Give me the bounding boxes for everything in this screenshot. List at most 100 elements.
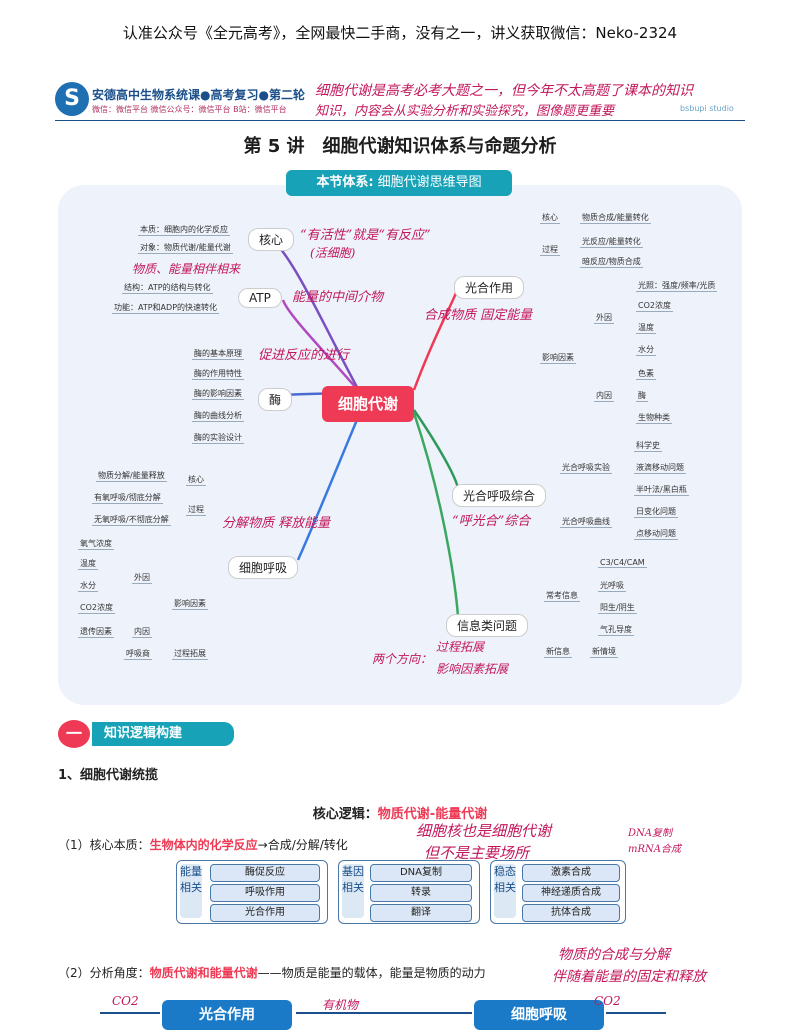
mm-combo-item-5: 点移动问题 xyxy=(634,529,678,540)
bottom-arrow-right xyxy=(606,1012,666,1014)
mm-core-item-2: 对象：物质代谢/能量代谢 xyxy=(138,243,233,254)
lecture-title: 第 5 讲 细胞代谢知识体系与命题分析 xyxy=(243,136,557,157)
line-2: （2）分析角度：物质代谢和能量代谢——物质是能量的载体，能量是物质的动力 xyxy=(58,964,486,981)
mm-resp-item-5: 温度 xyxy=(78,559,98,570)
line1-hw-3: DNA复制 xyxy=(628,828,672,839)
mm-photo-item-9: 酶 xyxy=(636,391,648,402)
mm-resp-mid-2: 过程 xyxy=(186,505,206,516)
banner-divider xyxy=(55,120,745,121)
mm-photo-mid-2: 过程 xyxy=(540,245,560,256)
mm-info: 信息类问题 xyxy=(446,614,529,637)
mm-photo-note: 合成物质 固定能量 xyxy=(424,308,533,323)
mm-resp-item-3: 无氧呼吸/不彻底分解 xyxy=(92,515,171,526)
mm-info-note-2: 过程拓展 xyxy=(436,640,485,654)
mindmap-title-rest: 细胞代谢思维导图 xyxy=(377,175,482,190)
group-energy-item-1: 酶促反应 xyxy=(210,864,320,882)
line1-red: 生物体内的化学反应 xyxy=(149,838,258,852)
group-gene-item-2: 转录 xyxy=(370,884,472,902)
mm-resp-item-2: 有氧呼吸/彻底分解 xyxy=(92,493,163,504)
mm-resp-mid-1: 核心 xyxy=(186,475,206,486)
mm-photo-item-10: 生物种类 xyxy=(636,413,672,424)
mm-core-note: “有活性”就是“有反应” xyxy=(300,228,431,243)
bottom-arrow-left xyxy=(100,1012,160,1014)
bottom-respiration: 细胞呼吸 xyxy=(474,1000,604,1030)
handwritten-note-top-2: 知识，内容会从实验分析和实验探究，图像题更重要 xyxy=(315,104,615,119)
mm-info-item-2: 光呼吸 xyxy=(598,581,626,592)
line2-prefix: （2）分析角度： xyxy=(58,966,150,980)
bottom-co2-right: CO2 xyxy=(594,994,621,1008)
group-gene-header: 基因相关 xyxy=(342,864,364,918)
mm-core-note-3: 物质、能量相伴相来 xyxy=(132,262,241,276)
mm-combo-mid-2: 光合呼吸曲线 xyxy=(560,517,612,528)
line2-red: 物质代谢和能量代谢 xyxy=(149,966,258,980)
group-energy-header: 能量相关 xyxy=(180,864,202,918)
mm-combo: 光合呼吸综合 xyxy=(452,484,547,507)
bottom-photosynthesis: 光合作用 xyxy=(162,1000,292,1030)
mindmap-title: 本节体系: 细胞代谢思维导图 xyxy=(286,170,512,196)
mm-resp-item-1: 物质分解/能量释放 xyxy=(96,471,167,482)
mm-info-item-5: 新情境 xyxy=(590,647,618,658)
mm-enzyme-item-4: 酶的曲线分析 xyxy=(192,411,244,422)
mm-combo-item-4: 日变化问题 xyxy=(634,507,678,518)
group-energy-item-3: 光合作用 xyxy=(210,904,320,922)
studio-label: bsbupi studio xyxy=(680,104,734,113)
group-energy-item-2: 呼吸作用 xyxy=(210,884,320,902)
group-homeostasis-item-3: 抗体合成 xyxy=(522,904,620,922)
mm-photo-mid-5: 影响因素 xyxy=(540,353,576,364)
course-logo: S xyxy=(55,82,89,116)
mm-resp-item-6: 水分 xyxy=(78,581,98,592)
mm-enzyme-item-5: 酶的实验设计 xyxy=(192,433,244,444)
mm-info-mid-2: 新信息 xyxy=(544,647,572,658)
mm-enzyme: 酶 xyxy=(258,388,293,411)
mm-resp-mid-3: 外因 xyxy=(132,573,152,584)
mm-combo-item-1: 科学史 xyxy=(634,441,662,452)
mindmap-center: 细胞代谢 xyxy=(322,386,414,422)
handwritten-note-top-1: 细胞代谢是高考必考大题之一，但今年不太高题了课本的知识 xyxy=(315,83,693,99)
line1-hw-4: mRNA合成 xyxy=(628,844,681,855)
mm-photo-mid-3: 外因 xyxy=(594,313,614,324)
mm-core-note-2: (活细胞) xyxy=(310,246,356,260)
mm-atp-item-1: 结构：ATP的结构与转化 xyxy=(122,283,213,294)
mm-respiration-note: 分解物质 释放能量 xyxy=(222,516,331,531)
course-contacts: 微信：微信平台 微信公众号：微信平台 B站：微信平台 xyxy=(92,105,287,114)
line1-rest: →合成/分解/转化 xyxy=(257,838,348,852)
group-gene-item-1: DNA复制 xyxy=(370,864,472,882)
mm-photo-mid-1: 核心 xyxy=(540,213,560,224)
mm-photo-mid-4: 内因 xyxy=(594,391,614,402)
mm-photo-item-3: 暗反应/物质合成 xyxy=(580,257,643,268)
mm-resp-item-4: 氧气浓度 xyxy=(78,539,114,550)
line2-hw: 物质的合成与分解 xyxy=(558,947,670,963)
mm-info-item-3: 阳生/阴生 xyxy=(598,603,637,614)
mm-resp-item-8: 遗传因素 xyxy=(78,627,114,638)
mm-photo-item-4: 光照：强度/频率/光质 xyxy=(636,281,718,292)
bottom-co2-left: CO2 xyxy=(112,994,139,1008)
group-homeostasis-item-2: 神经递质合成 xyxy=(522,884,620,902)
bottom-arrow-mid xyxy=(296,1012,472,1014)
line2-rest: ——物质是能量的载体，能量是物质的动力 xyxy=(257,966,486,980)
section-number: 一 xyxy=(58,720,90,748)
mm-info-note: 两个方向： xyxy=(372,652,433,666)
section-label: 知识逻辑构建 xyxy=(92,722,234,746)
group-homeostasis-item-1: 激素合成 xyxy=(522,864,620,882)
line-1: （1）核心本质：生物体内的化学反应→合成/分解/转化 xyxy=(58,836,348,853)
line1-prefix: （1）核心本质： xyxy=(58,838,150,852)
mm-photo-item-5: CO2浓度 xyxy=(636,301,673,312)
mm-resp-item-9: 呼吸商 xyxy=(124,649,152,660)
core-logic-text: 物质代谢-能量代谢 xyxy=(377,807,488,822)
mm-photo-item-8: 色素 xyxy=(636,369,656,380)
mm-combo-mid-1: 光合呼吸实验 xyxy=(560,463,612,474)
mm-combo-item-3: 半叶法/黑白瓶 xyxy=(634,485,689,496)
mm-combo-note: “呼光合”综合 xyxy=(452,514,531,529)
bottom-mid: 有机物 xyxy=(322,998,359,1012)
group-gene-item-3: 翻译 xyxy=(370,904,472,922)
mm-respiration: 细胞呼吸 xyxy=(228,556,299,579)
mindmap-panel xyxy=(58,185,742,705)
core-logic-prefix: 核心逻辑： xyxy=(312,807,378,822)
mm-atp: ATP xyxy=(238,288,282,308)
mm-photosynthesis: 光合作用 xyxy=(454,276,525,299)
line1-hw-2: 但不是主要场所 xyxy=(424,844,530,862)
mm-photo-item-6: 温度 xyxy=(636,323,656,334)
core-logic: 核心逻辑：物质代谢-能量代谢 xyxy=(0,803,800,822)
mm-info-note-3: 影响因素拓展 xyxy=(436,662,509,676)
mm-atp-item-2: 功能：ATP和ADP的快速转化 xyxy=(112,303,220,314)
